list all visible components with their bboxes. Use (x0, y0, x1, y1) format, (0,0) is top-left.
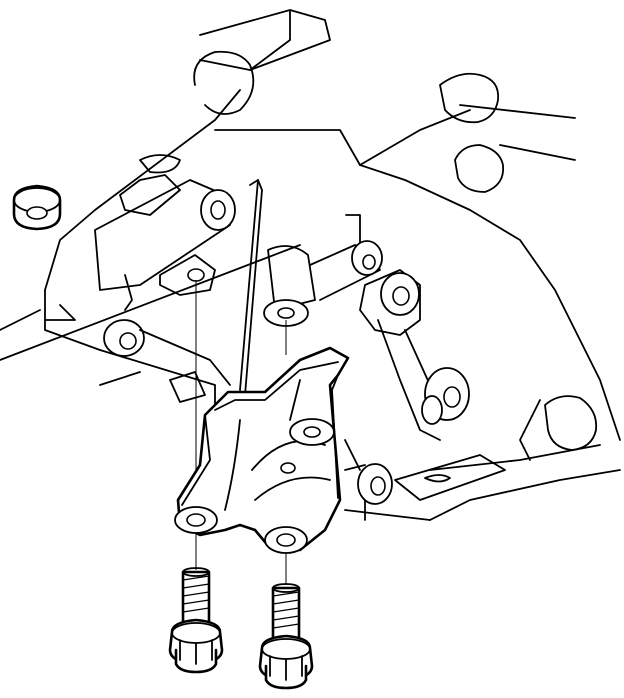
mounting-bracket (174, 346, 350, 554)
washer (12, 184, 62, 231)
engine-block (0, 9, 621, 521)
flange-bolt (168, 567, 224, 674)
flange-bolt (258, 583, 314, 690)
